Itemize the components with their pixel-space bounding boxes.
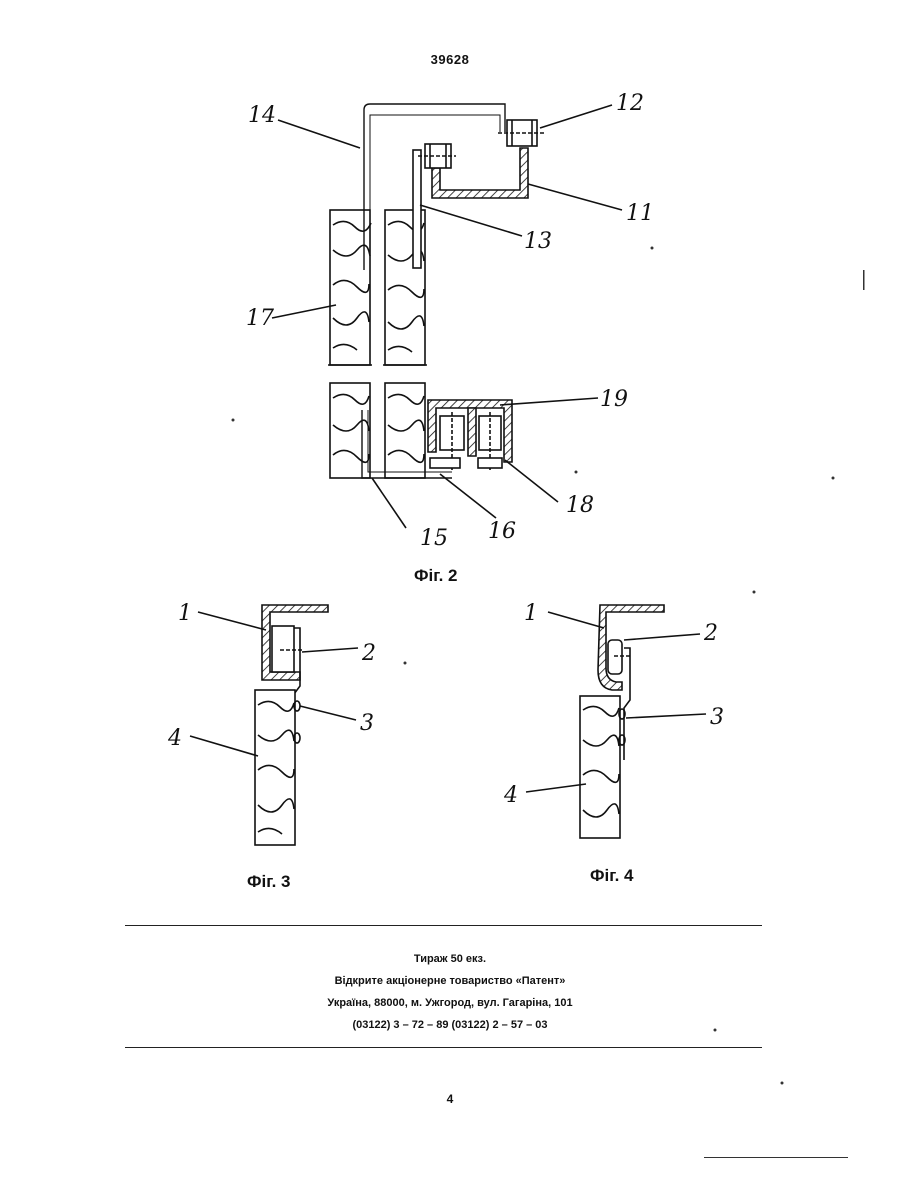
reference-numeral-3: 3 <box>710 705 724 730</box>
reference-numeral-3: 3 <box>360 711 374 736</box>
wood-panel-left-upper <box>330 210 371 365</box>
reference-numeral-17: 17 <box>246 306 274 331</box>
figure-4-drawing <box>526 605 706 838</box>
reference-numeral-11: 11 <box>626 201 654 226</box>
imprint-address: Україна, 88000, м. Ужгород, вул. Гагарін… <box>0 992 900 1014</box>
reference-numeral-4: 4 <box>503 783 518 808</box>
reference-numeral-1: 1 <box>178 601 192 626</box>
reference-numeral-19: 19 <box>600 387 628 412</box>
corner-rule <box>704 1157 848 1158</box>
page-number-bottom: 4 <box>0 1092 900 1106</box>
figure-3-drawing <box>190 605 358 845</box>
reference-numeral-14: 14 <box>248 103 276 128</box>
figure-2-caption: Фіг. 2 <box>414 566 458 586</box>
imprint-block: Тираж 50 екз. Відкрите акціонерне товари… <box>0 948 900 1036</box>
figure-2-drawing <box>272 104 622 528</box>
reference-numeral-13: 13 <box>524 229 552 254</box>
wood-panel-left-lower <box>330 383 370 478</box>
divider-top <box>125 925 762 926</box>
reference-numeral-2: 2 <box>361 641 376 666</box>
imprint-publisher: Відкрите акціонерне товариство «Патент» <box>0 970 900 992</box>
imprint-phones: (03122) 3 – 72 – 89 (03122) 2 – 57 – 03 <box>0 1014 900 1036</box>
figure-4-caption: Фіг. 4 <box>590 866 634 886</box>
figure-3-caption: Фіг. 3 <box>247 872 291 892</box>
reference-numeral-12: 12 <box>616 91 644 116</box>
reference-numeral-1: 1 <box>524 601 538 626</box>
reference-numeral-16: 16 <box>488 519 516 544</box>
reference-numeral-15: 15 <box>420 526 448 551</box>
imprint-circulation: Тираж 50 екз. <box>0 948 900 970</box>
divider-bottom <box>125 1047 762 1048</box>
roller-13 <box>418 144 456 168</box>
reference-numeral-2: 2 <box>703 621 718 646</box>
reference-numeral-4: 4 <box>167 726 182 751</box>
reference-numeral-18: 18 <box>566 493 594 518</box>
wood-panel-right-lower <box>385 383 425 478</box>
